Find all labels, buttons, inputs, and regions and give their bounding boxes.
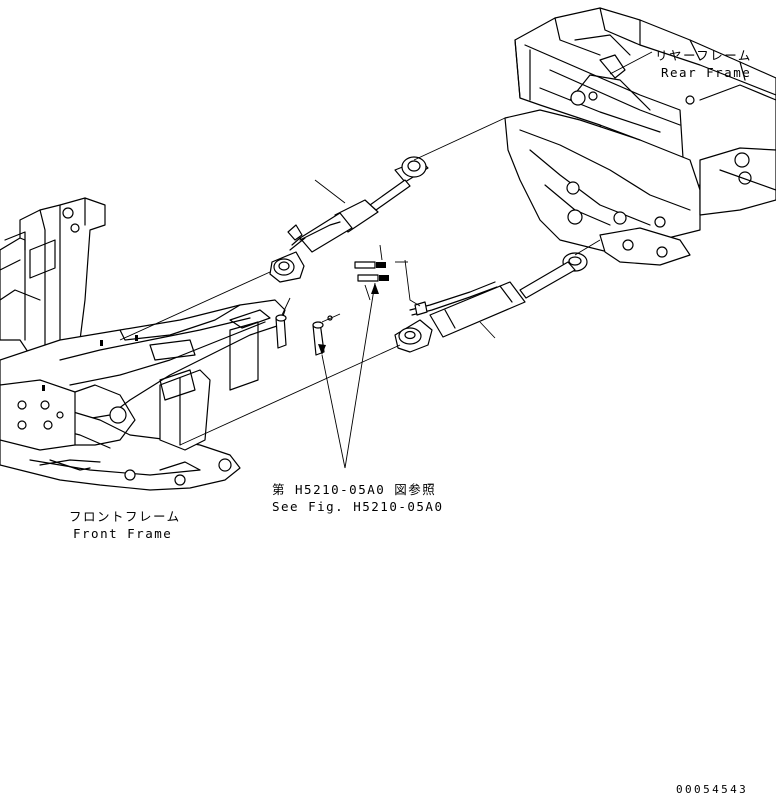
front-frame-label-jp: フロントフレーム xyxy=(69,509,181,524)
drawing-number: 00054543 xyxy=(676,783,749,796)
arrow-head xyxy=(371,283,379,294)
rear-frame xyxy=(504,7,776,266)
upper-steering-cylinder xyxy=(269,156,429,283)
rear-frame-label-jp: リヤーフレーム xyxy=(655,48,752,63)
see-fig-label-en: See Fig. H5210-05A0 xyxy=(272,499,444,514)
arrow-head xyxy=(318,344,326,355)
leader-lines xyxy=(119,51,653,469)
see-fig-label-jp: 第 H5210-05A0 図参照 xyxy=(272,482,437,497)
rear-frame-label-en: Rear Frame xyxy=(661,65,752,80)
front-frame-label-en: Front Frame xyxy=(73,526,173,541)
lower-steering-cylinder xyxy=(394,252,588,353)
pin-and-bolts xyxy=(275,261,389,356)
front-frame xyxy=(0,197,286,491)
